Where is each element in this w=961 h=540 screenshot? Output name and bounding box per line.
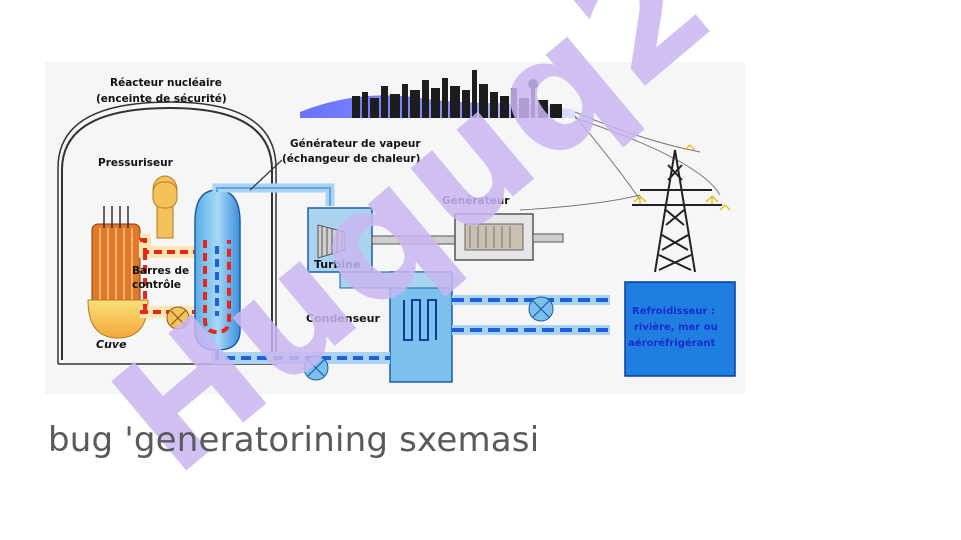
containment-building [61,106,273,360]
generator [371,213,564,261]
label-cooler-line1: Refroidisseur : [632,306,715,317]
label-pressurizer: Pressuriseur [98,157,174,169]
pressurizer [152,175,178,239]
cooling-pump [528,296,554,322]
diagram-labels: Réacteur nucléaire (enceinte de sécurité… [96,77,718,351]
label-vessel: Cuve [96,338,127,351]
label-control-rods-line2: contrôle [132,279,181,291]
city-skyline [300,70,575,118]
secondary-cold-loop [211,295,610,364]
label-reactor-line1: Réacteur nucléaire [110,77,222,89]
steam-gen-pointer [249,159,283,191]
label-reactor-line2: (enceinte de sécurité) [96,93,227,105]
turbine [307,207,373,273]
reactor-vessel [87,206,149,339]
steam-generator [194,189,241,351]
label-steam-gen-line2: (échangeur de chaleur) [282,153,420,165]
cooler-box [624,281,736,377]
label-condenser: Condenseur [306,312,380,325]
spark-icons [633,144,731,211]
label-steam-gen-line1: Générateur de vapeur [290,138,421,150]
label-cooler-line2: rivière, mer ou [634,321,718,333]
condenser [339,271,453,383]
steam-line [212,183,335,206]
label-cooler-line3: aéroréfrigérant [628,337,715,349]
primary-pump [166,306,190,330]
label-control-rods-line1: Barres de [132,265,189,277]
caption: bug 'generatorining sxemasi [48,420,540,460]
label-turbine: Turbine [314,258,361,271]
condenser-pump [303,355,329,381]
label-generator: Générateur [442,195,510,207]
pylon [632,149,722,273]
